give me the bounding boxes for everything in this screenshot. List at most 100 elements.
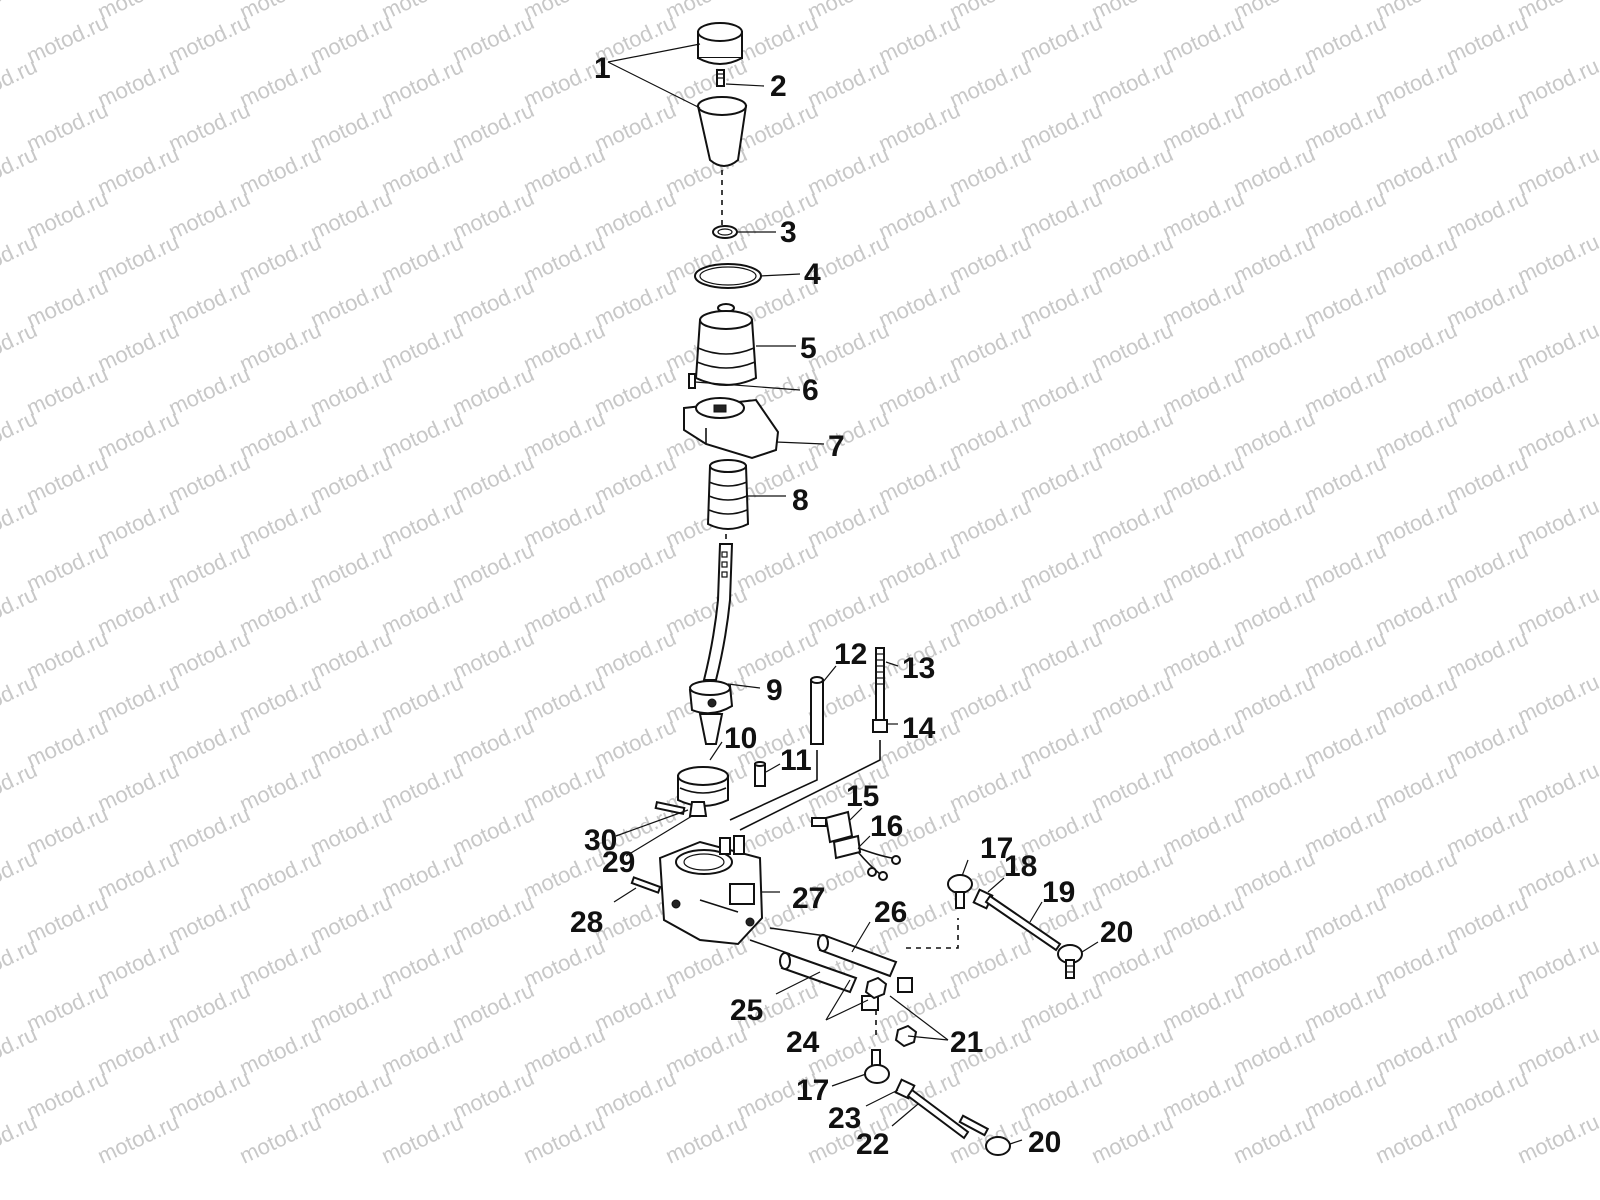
watermark-text: motod.ru	[307, 97, 396, 156]
watermark-text: motod.ru	[236, 53, 325, 112]
watermark-text: motod.ru	[591, 625, 680, 684]
watermark-text: motod.ru	[1514, 229, 1600, 288]
watermark-text: motod.ru	[449, 977, 538, 1036]
callout-20-lower: 20	[1028, 1126, 1061, 1159]
watermark-text: motod.ru	[946, 493, 1035, 552]
watermark-text: motod.ru	[1443, 273, 1532, 332]
watermark-text: motod.ru	[236, 845, 325, 904]
watermark-text: motod.ru	[1443, 889, 1532, 948]
watermark-text: motod.ru	[1017, 97, 1106, 156]
callout-29: 29	[602, 846, 635, 879]
watermark-text: motod.ru	[1372, 405, 1461, 464]
watermark-text: motod.ru	[23, 9, 112, 68]
watermark-text: motod.ru	[165, 537, 254, 596]
watermark-text: motod.ru	[94, 229, 183, 288]
watermark-text: motod.ru	[1017, 9, 1106, 68]
watermark-text: motod.ru	[1017, 1065, 1106, 1124]
part-19-rod	[984, 894, 1062, 952]
watermark-text: motod.ru	[1372, 493, 1461, 552]
watermark-text: motod.ru	[1088, 0, 1177, 25]
watermark-text: motod.ru	[94, 845, 183, 904]
watermark-text: motod.ru	[1301, 801, 1390, 860]
watermark-text: motod.ru	[591, 361, 680, 420]
watermark-text: motod.ru	[307, 185, 396, 244]
watermark-text: motod.ru	[1443, 1065, 1532, 1124]
watermark-text: motod.ru	[1159, 9, 1248, 68]
callout-3: 3	[780, 216, 797, 249]
watermark-text: motod.ru	[591, 449, 680, 508]
watermark-text: motod.ru	[946, 669, 1035, 728]
watermark-text: motod.ru	[94, 757, 183, 816]
watermark-text: motod.ru	[804, 53, 893, 112]
callout-19: 19	[1042, 876, 1075, 909]
watermark-text: motod.ru	[1301, 625, 1390, 684]
watermark-text: motod.ru	[449, 9, 538, 68]
watermark-text: motod.ru	[1372, 141, 1461, 200]
part-6-screw	[688, 373, 696, 389]
dashed-guide-upper	[906, 918, 959, 949]
watermark-text: motod.ru	[1301, 9, 1390, 68]
callout-12: 12	[834, 638, 867, 671]
part-4-seal-ring	[694, 263, 762, 289]
watermark-text: motod.ru	[1017, 273, 1106, 332]
watermark-text: motod.ru	[165, 97, 254, 156]
watermark-text: motod.ru	[1230, 933, 1319, 992]
part-13-threaded-rod	[875, 647, 885, 721]
watermark-text: motod.ru	[946, 933, 1035, 992]
watermark-text: motod.ru	[23, 801, 112, 860]
watermark-text: motod.ru	[733, 185, 822, 244]
watermark-text: motod.ru	[165, 1065, 254, 1124]
watermark-text: motod.ru	[1443, 361, 1532, 420]
watermark-text: motod.ru	[1017, 625, 1106, 684]
watermark-text: motod.ru	[1372, 581, 1461, 640]
part-3-ring	[712, 225, 738, 239]
watermark-text: motod.ru	[804, 581, 893, 640]
watermark-text: motod.ru	[591, 273, 680, 332]
watermark-text: motod.ru	[1301, 361, 1390, 420]
watermark-text: motod.ru	[23, 625, 112, 684]
watermark-text: motod.ru	[236, 229, 325, 288]
watermark-text: motod.ru	[449, 1065, 538, 1124]
watermark-text: motod.ru	[1159, 97, 1248, 156]
part-16-switch-wiring	[832, 834, 901, 881]
watermark-text: motod.ru	[1230, 757, 1319, 816]
leader-pin-12	[729, 750, 818, 821]
watermark-text: motod.ru	[1514, 757, 1600, 816]
watermark-text: motod.ru	[1301, 977, 1390, 1036]
watermark-text: motod.ru	[23, 449, 112, 508]
watermark-text: motod.ru	[236, 317, 325, 376]
watermark-text: motod.ru	[1159, 801, 1248, 860]
watermark-text: motod.ru	[378, 669, 467, 728]
watermark-text: motod.ru	[1230, 141, 1319, 200]
watermark-text: motod.ru	[875, 449, 964, 508]
watermark-text: motod.ru	[1443, 625, 1532, 684]
watermark-text: motod.ru	[378, 581, 467, 640]
part-17-ball-joint-upper	[947, 874, 973, 909]
watermark-text: motod.ru	[1443, 9, 1532, 68]
watermark-text: motod.ru	[1159, 1065, 1248, 1124]
watermark-text: motod.ru	[1159, 273, 1248, 332]
watermark-text: motod.ru	[1514, 581, 1600, 640]
shaft-link-b	[769, 927, 827, 937]
watermark-text: motod.ru	[1230, 53, 1319, 112]
part-1-knob-body	[696, 96, 748, 167]
watermark-text: motod.ru	[946, 0, 1035, 25]
watermark-text: motod.ru	[1088, 317, 1177, 376]
watermark-text: motod.ru	[1230, 229, 1319, 288]
watermark-text: motod.ru	[1301, 449, 1390, 508]
watermark-text: motod.ru	[94, 141, 183, 200]
callout-6: 6	[802, 374, 819, 407]
watermark-text: motod.ru	[236, 1021, 325, 1080]
watermark-text: motod.ru	[307, 889, 396, 948]
watermark-text: motod.ru	[94, 0, 183, 25]
callout-14: 14	[902, 712, 936, 745]
watermark-text: motod.ru	[378, 845, 467, 904]
watermark-text: motod.ru	[165, 9, 254, 68]
watermark-text: motod.ru	[94, 933, 183, 992]
part-27-shifter-body	[658, 835, 764, 946]
callout-16: 16	[870, 810, 903, 843]
watermark-text: motod.ru	[804, 0, 893, 25]
watermark-text: motod.ru	[520, 141, 609, 200]
watermark-text: motod.ru	[449, 273, 538, 332]
